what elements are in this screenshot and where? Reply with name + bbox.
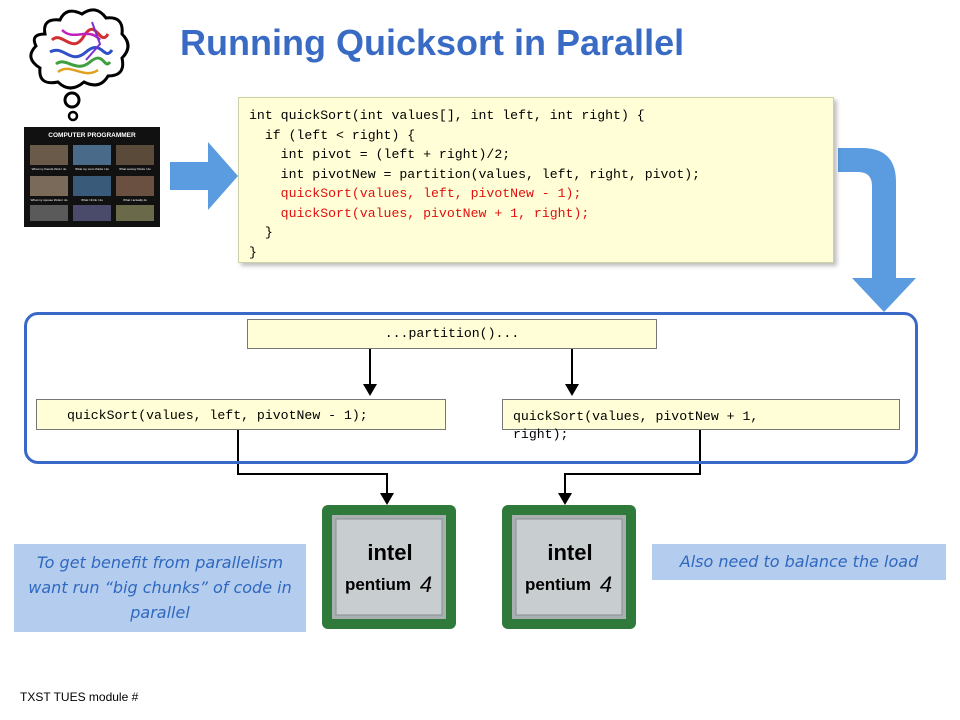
connector-left	[237, 430, 388, 494]
code-listing: int quickSort(int values[], int left, in…	[239, 98, 833, 262]
flow-arrowhead	[565, 384, 579, 396]
flow-arrowhead	[363, 384, 377, 396]
footer-module: TXST TUES module #	[20, 690, 139, 704]
protein-structure-icon	[49, 21, 114, 75]
left-call-box: quickSort(values, left, pivotNew - 1);	[36, 399, 446, 430]
chip-model: pentium	[345, 575, 411, 594]
code-line: int pivotNew = partition(values, left, r…	[249, 166, 701, 182]
cpu-chip-icon	[322, 505, 456, 629]
programmer-poster	[24, 127, 160, 227]
poster-caption: What society thinks I do	[119, 167, 151, 171]
code-line: }	[249, 244, 257, 260]
note-balance-load: Also need to balance the load	[652, 544, 946, 580]
note-parallel-benefit: To get benefit from parallelism want run…	[14, 544, 306, 632]
poster-caption: What I think I do	[81, 198, 103, 202]
code-line: quickSort(values, left, pivotNew - 1);	[249, 186, 582, 201]
poster-caption: What my spouse thinks I do	[31, 198, 68, 202]
code-line: quickSort(values, pivotNew + 1, right);	[249, 205, 590, 221]
quicksort-code-box: int quickSort(int values[], int left, in…	[238, 97, 834, 263]
poster-heading: COMPUTER PROGRAMMER	[48, 132, 136, 139]
right-call-box: quickSort(values, pivotNew + 1, right);	[502, 399, 900, 442]
chip-brand: intel	[547, 540, 592, 565]
code-line: int pivot = (left + right)/2;	[249, 147, 511, 162]
poster-caption: What my mom thinks I do	[75, 167, 109, 171]
block-arrow-right-icon	[170, 142, 238, 210]
parallel-execution-frame	[24, 312, 918, 464]
partition-box: ...partition()...	[247, 319, 657, 349]
slide-title: Running Quicksort in Parallel	[180, 22, 685, 63]
code-line: if (left < right) {	[249, 127, 416, 143]
poster-caption: What I actually do	[123, 198, 147, 202]
connector-right-arrowhead	[558, 493, 572, 505]
poster-caption: What my friends think I do	[32, 167, 67, 171]
chip-version: 4	[420, 572, 432, 597]
chip-version: 4	[600, 572, 612, 597]
bent-arrow-down-icon	[838, 148, 916, 312]
thought-bubble-icon	[29, 8, 130, 122]
chip-brand: intel	[367, 540, 412, 565]
cpu-chip-icon	[502, 505, 636, 629]
code-line: int quickSort(int values[], int left, in…	[249, 108, 645, 123]
chip-model: pentium	[525, 575, 591, 594]
connector-right	[564, 430, 701, 494]
connector-left-arrowhead	[380, 493, 394, 505]
code-line: }	[249, 225, 273, 240]
